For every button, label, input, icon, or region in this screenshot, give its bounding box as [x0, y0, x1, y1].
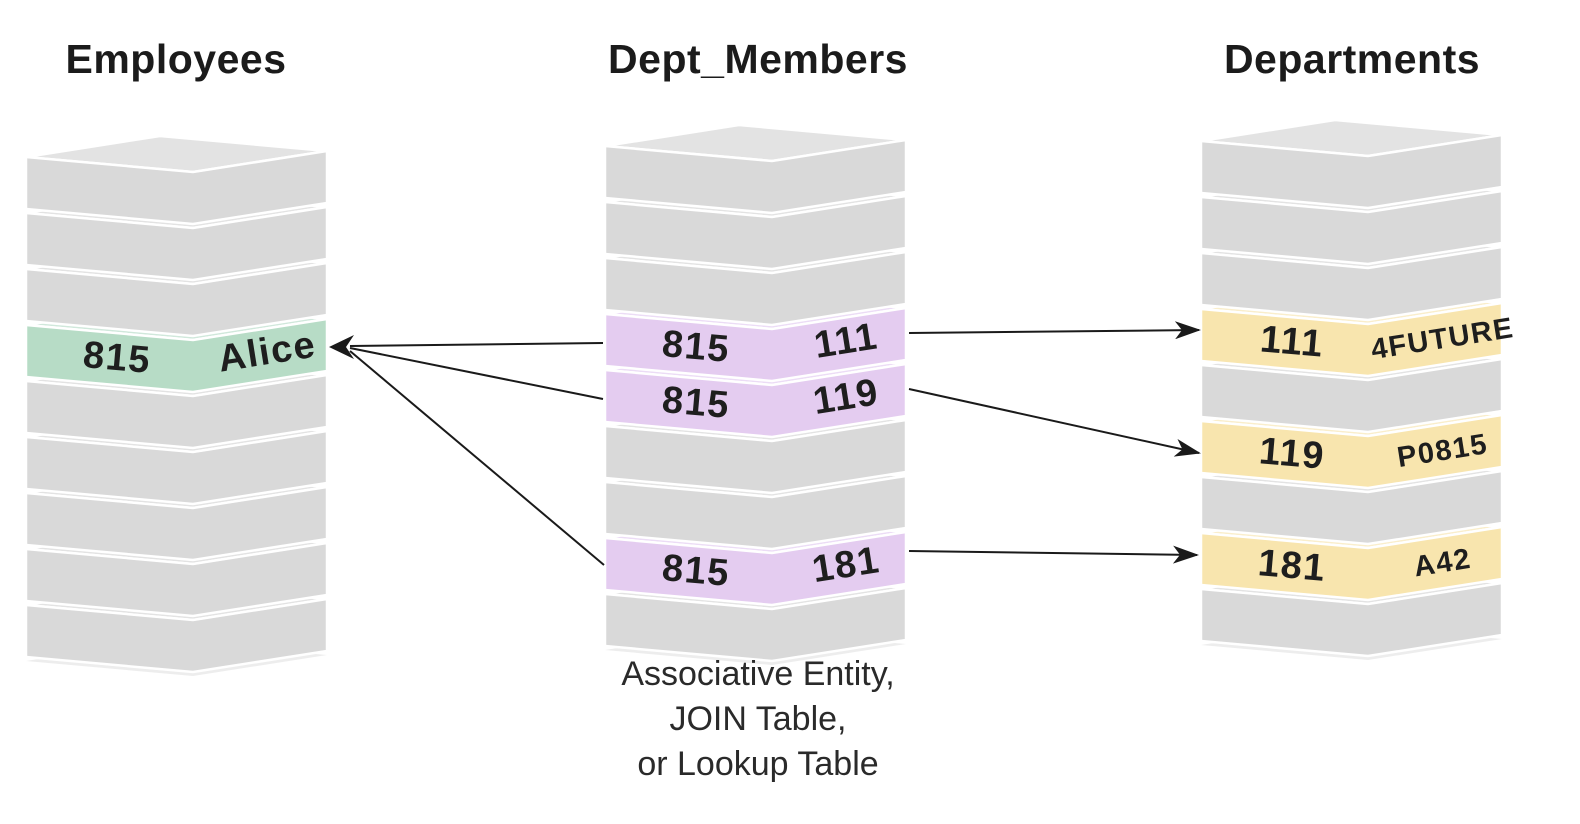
- slab-front-face: [1199, 301, 1504, 378]
- slab-label: 815: [660, 323, 731, 371]
- slab-front-face: [603, 418, 908, 495]
- slab-front-face: [1199, 581, 1504, 658]
- slab-label: 815: [660, 547, 731, 595]
- slab-front-face: [1199, 357, 1504, 434]
- slab-label: 119: [810, 371, 882, 423]
- slab-label: 119: [1257, 430, 1326, 478]
- slab-label: 815: [660, 379, 731, 427]
- slab-front-face: [24, 485, 329, 562]
- slab-front-face: [24, 205, 329, 282]
- slab-front-face: [24, 261, 329, 338]
- arrow-to-employee-1: [349, 347, 604, 400]
- arrow-to-employee-2: [349, 350, 605, 566]
- slab-label: 111: [811, 315, 881, 366]
- arrowhead-to-employee: [329, 335, 354, 359]
- stack-title-dept-members: Dept_Members: [608, 36, 908, 82]
- slab-front-face: [603, 138, 908, 215]
- slab-front-face: [24, 373, 329, 450]
- slab-front-face: [1199, 525, 1504, 602]
- slab-front-face: [603, 586, 908, 663]
- slab-front-face: [1199, 245, 1504, 322]
- slab-front-face: [603, 530, 908, 607]
- slab-front-face: [603, 306, 908, 383]
- slab-front-face: [24, 541, 329, 618]
- slab-front-face: [1199, 133, 1504, 210]
- slab-front-face: [24, 429, 329, 506]
- stack-dept_members: 815 181 815 119 815 111: [603, 123, 908, 665]
- caption-line-1: Associative Entity,: [621, 655, 895, 693]
- slab-front-face: [1199, 469, 1504, 546]
- slab-dept_members-row-0: [603, 123, 908, 215]
- slab-front-face: [603, 194, 908, 271]
- caption-line-3: or Lookup Table: [637, 745, 879, 783]
- relationship-arrows-layer: [329, 321, 1201, 566]
- slab-departments-row-0: [1199, 118, 1504, 210]
- slab-label: 815: [81, 334, 152, 382]
- slab-front-face: [1199, 189, 1504, 266]
- slab-front-face: [24, 317, 329, 394]
- slab-label: 181: [1256, 542, 1327, 590]
- arrow-to-employee-0: [349, 342, 604, 347]
- arrow-to-department-2: [908, 545, 1199, 564]
- slab-label: 111: [1258, 318, 1325, 365]
- slab-front-face: [603, 250, 908, 327]
- slab-employees-row-0: [24, 134, 329, 226]
- slab-dept_members-row-7: 815 181: [603, 515, 908, 607]
- stack-title-departments: Departments: [1223, 36, 1481, 82]
- join-table-caption: Associative Entity, JOIN Table, or Looku…: [621, 652, 894, 787]
- slab-front-face: [603, 362, 908, 439]
- slab-front-face: [1199, 413, 1504, 490]
- stack-title-employees: Employees: [65, 36, 287, 82]
- arrow-to-department-1: [908, 388, 1201, 457]
- slab-front-face: [24, 149, 329, 226]
- slab-front-face: [24, 597, 329, 674]
- caption-line-2: JOIN Table,: [669, 700, 847, 738]
- slab-label: 181: [809, 539, 883, 591]
- arrow-to-department-0: [908, 321, 1201, 340]
- slab-front-face: [603, 474, 908, 551]
